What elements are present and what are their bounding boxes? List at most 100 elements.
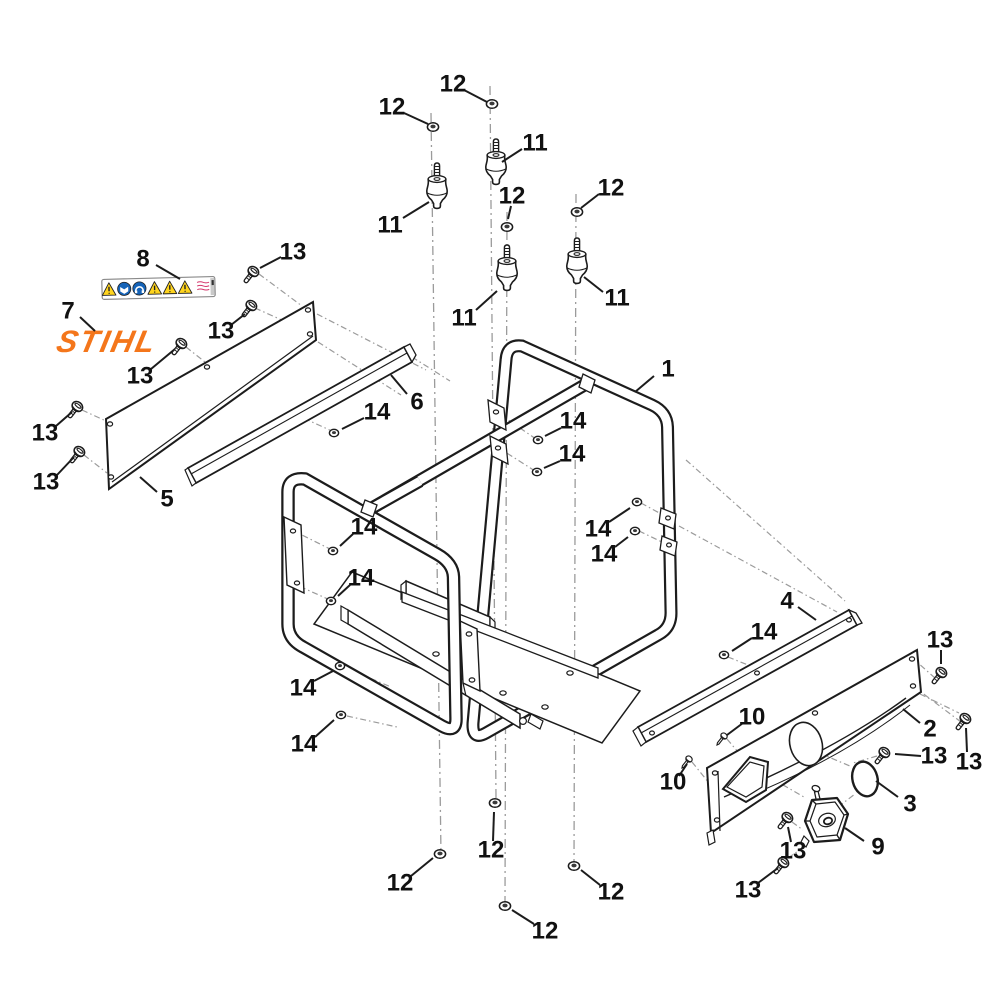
callout-number-14: 14	[348, 565, 375, 592]
callout-leader-line	[731, 637, 753, 652]
callout-leader-line	[475, 290, 498, 311]
callout-number-12: 12	[499, 183, 526, 210]
callout-leader-line	[56, 456, 75, 476]
callout-leader-line	[580, 193, 600, 209]
callout-leader-line	[507, 205, 512, 220]
red-text-line	[196, 281, 210, 284]
pan-head-screw-icon	[239, 263, 262, 287]
callout-leader-line	[402, 201, 430, 219]
pan-head-screw-icon	[167, 335, 190, 359]
frame-tab-plates-right	[658, 507, 678, 557]
assembly-line	[185, 346, 206, 363]
callout-leader-line	[894, 753, 922, 757]
callout-number-3: 3	[903, 791, 916, 818]
callout-leader-line	[797, 606, 817, 621]
callout-number-13: 13	[927, 627, 954, 654]
callout-number-11: 11	[451, 305, 476, 332]
pan-head-screw-icon	[951, 710, 974, 734]
open-book-glyph	[120, 286, 129, 294]
callout-number-14: 14	[291, 731, 318, 758]
callout-number-12: 12	[440, 71, 467, 98]
callout-number-2: 2	[923, 716, 936, 743]
ear-protection-circle-icon	[132, 281, 147, 296]
rubber-mount-icon	[495, 244, 519, 292]
callout-leader-line	[511, 909, 535, 925]
callout-number-12: 12	[379, 94, 406, 121]
part-left-panel	[104, 300, 318, 491]
part-right-rail	[632, 608, 863, 747]
flange-nut-icon	[532, 435, 544, 445]
callout-leader-line	[634, 375, 655, 393]
callout-leader-line	[410, 857, 434, 877]
base-center-bracket	[459, 619, 481, 697]
assembly-line	[258, 273, 303, 307]
callout-leader-line	[614, 536, 629, 548]
callout-leader-line	[230, 313, 246, 326]
callout-number-11: 11	[604, 285, 629, 312]
callout-leader-line	[501, 148, 523, 163]
callout-number-14: 14	[591, 541, 618, 568]
assembly-line	[300, 586, 331, 601]
callout-leader-line	[139, 476, 158, 493]
assembly-line	[726, 738, 745, 760]
assembly-line	[678, 525, 838, 613]
flange-nut-icon	[531, 467, 543, 477]
frame-bracket-plates-rear	[487, 398, 509, 466]
assembly-line	[297, 532, 333, 551]
callout-leader-line	[492, 811, 495, 842]
panel-oval-hole	[788, 721, 824, 767]
hex-nut-icon	[570, 206, 584, 218]
label-mark	[211, 280, 214, 286]
hex-nut-icon	[426, 121, 440, 133]
pan-head-screw-icon	[870, 744, 893, 768]
assembly-line	[317, 341, 402, 396]
panel-pentagon-cutout	[721, 755, 770, 804]
flange-nut-icon	[629, 526, 641, 536]
cross-tube-joint	[360, 475, 424, 518]
callout-number-12: 12	[532, 918, 559, 945]
flange-nut-icon	[334, 661, 346, 671]
center-line	[573, 193, 577, 864]
assembly-line	[640, 502, 664, 516]
part-right-panel	[705, 648, 923, 846]
callout-leader-line	[390, 374, 408, 395]
callout-leader-line	[583, 276, 604, 293]
callout-leader-line	[726, 722, 744, 736]
callout-number-12: 12	[387, 870, 414, 897]
assembly-line	[346, 715, 398, 728]
callout-number-8: 8	[136, 246, 149, 273]
ear-muff-glyph	[135, 286, 144, 292]
flange-nut-icon	[325, 596, 337, 606]
tube-joint-facet	[578, 373, 596, 394]
callout-number-14: 14	[290, 675, 317, 702]
callout-number-12: 12	[478, 837, 505, 864]
hex-nut-icon	[485, 98, 499, 110]
assembly-line	[852, 755, 878, 764]
part-callouts: 1234567891010111111111212121212121212131…	[32, 71, 983, 945]
callout-number-12: 12	[598, 879, 625, 906]
callout-number-12: 12	[598, 175, 625, 202]
callout-number-13: 13	[127, 363, 154, 390]
callout-number-1: 1	[661, 356, 674, 383]
callout-leader-line	[844, 827, 865, 842]
hex-nut-icon	[498, 900, 512, 912]
callout-number-9: 9	[871, 834, 884, 861]
part-valve-knob	[800, 784, 850, 849]
assembly-line	[638, 530, 665, 544]
callout-leader-line	[403, 112, 429, 125]
center-line	[430, 112, 442, 856]
flange-nut-icon	[335, 710, 347, 720]
flange-nut-icon	[718, 650, 730, 660]
pan-head-screw-icon	[927, 664, 950, 688]
assembly-line	[920, 691, 962, 723]
callout-leader-line	[339, 533, 354, 547]
assembly-dash-lines	[81, 273, 962, 859]
callout-number-14: 14	[585, 516, 612, 543]
callout-leader-line	[155, 264, 181, 280]
flange-nut-icon	[327, 546, 339, 556]
read-manual-circle-icon	[117, 281, 132, 296]
callout-number-10: 10	[739, 704, 766, 731]
assembly-line	[685, 459, 846, 602]
brand-logo: STIHL	[54, 324, 161, 359]
hex-nut-icon	[500, 221, 514, 233]
